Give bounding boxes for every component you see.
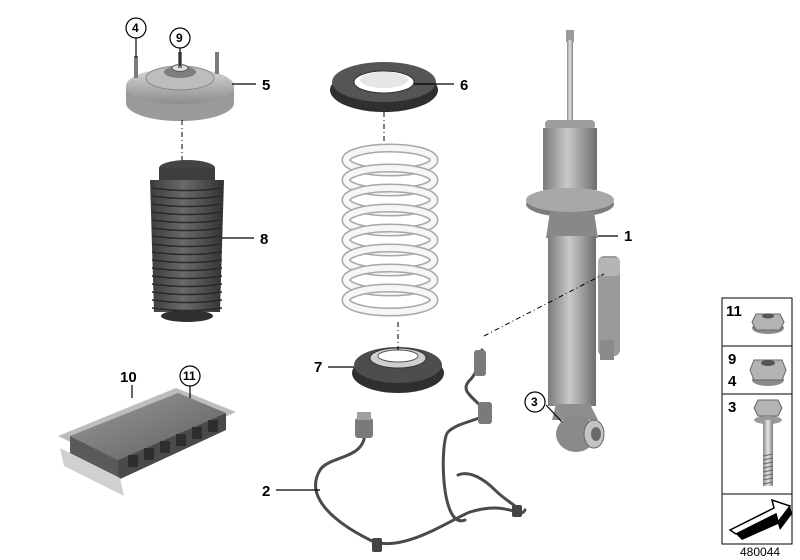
side-label-11: 11 xyxy=(726,303,742,320)
hardware-side-panel: 11 9 4 3 xyxy=(721,297,793,545)
svg-text:8: 8 xyxy=(260,231,268,248)
callout-1: 1 xyxy=(624,228,632,245)
hex-bolt-part xyxy=(753,399,783,486)
diagram-number: 480044 xyxy=(740,545,780,559)
control-unit-part xyxy=(58,388,236,496)
callout-9: 9 xyxy=(169,27,191,49)
coil-spring-part xyxy=(341,143,439,317)
callout-4: 4 xyxy=(125,17,147,39)
svg-text:1: 1 xyxy=(624,228,632,245)
svg-text:2: 2 xyxy=(262,483,270,500)
upper-spring-pad-part xyxy=(330,62,438,112)
svg-text:10: 10 xyxy=(120,369,137,386)
sensor-part xyxy=(355,350,522,552)
callout-11: 11 xyxy=(179,365,201,387)
flange-nut-part xyxy=(751,313,785,334)
svg-text:9: 9 xyxy=(176,31,183,45)
callout-7: 7 xyxy=(314,359,322,376)
callout-10: 10 xyxy=(120,369,137,386)
svg-text:7: 7 xyxy=(314,359,322,376)
dust-boot-part xyxy=(150,160,224,322)
direction-arrow-icon xyxy=(728,498,792,540)
side-label-9: 9 xyxy=(728,351,736,368)
lower-spring-pad-part xyxy=(352,347,444,393)
hex-nut-part xyxy=(749,359,787,386)
callout-3: 3 xyxy=(524,391,546,413)
leader-line xyxy=(545,404,563,423)
svg-text:6: 6 xyxy=(460,77,468,94)
side-label-3: 3 xyxy=(728,399,736,416)
callout-6: 6 xyxy=(460,77,468,94)
callout-5: 5 xyxy=(262,77,270,94)
svg-text:4: 4 xyxy=(132,21,139,35)
svg-text:5: 5 xyxy=(262,77,270,94)
callout-8: 8 xyxy=(260,231,268,248)
shock-absorber-part xyxy=(526,30,620,452)
callout-2: 2 xyxy=(262,483,270,500)
svg-text:11: 11 xyxy=(183,369,196,383)
svg-text:3: 3 xyxy=(531,395,538,409)
side-label-4: 4 xyxy=(728,373,737,390)
